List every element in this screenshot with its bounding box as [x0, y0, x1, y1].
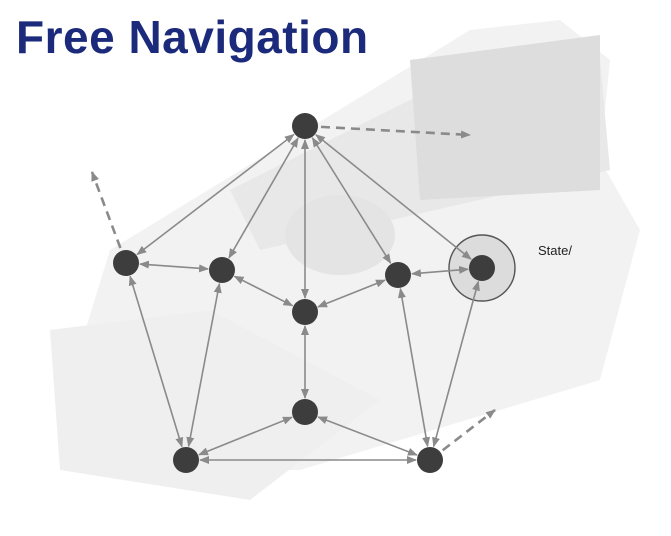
edge-n-midleft-n-center — [233, 275, 294, 307]
page-title: Free Navigation — [16, 11, 369, 63]
edge-n-midright-n-bottomright — [397, 287, 431, 448]
exit-arrow-n-bottomright — [441, 408, 496, 452]
node-bottomright — [417, 447, 443, 473]
exit-arrow-n-left — [90, 171, 122, 249]
edge-n-left-n-bottomleft — [128, 275, 184, 448]
edge-n-midleft-n-bottomleft — [186, 282, 222, 448]
edge-n-top-n-right — [315, 134, 472, 260]
state-label: State/ — [538, 243, 572, 258]
edge-n-top-n-midleft — [228, 137, 299, 259]
edge-n-left-n-midleft — [138, 260, 210, 273]
node-left — [113, 250, 139, 276]
edge-n-center-n-midright — [317, 279, 386, 308]
edge-n-lowcenter-n-bottomright — [317, 416, 418, 456]
exit-arrow-layer — [90, 125, 496, 452]
node-top — [292, 113, 318, 139]
exit-arrow-n-top — [320, 125, 471, 139]
edge-n-midright-n-right — [410, 265, 470, 278]
node-right — [469, 255, 495, 281]
node-midleft — [209, 257, 235, 283]
edge-n-lowcenter-n-bottomleft — [198, 416, 293, 456]
edge-n-right-n-bottomright — [432, 280, 480, 448]
node-lowcenter — [292, 399, 318, 425]
node-center — [292, 299, 318, 325]
node-bottomleft — [173, 447, 199, 473]
node-midright — [385, 262, 411, 288]
node-layer — [113, 113, 495, 473]
edge-layer — [128, 133, 480, 464]
